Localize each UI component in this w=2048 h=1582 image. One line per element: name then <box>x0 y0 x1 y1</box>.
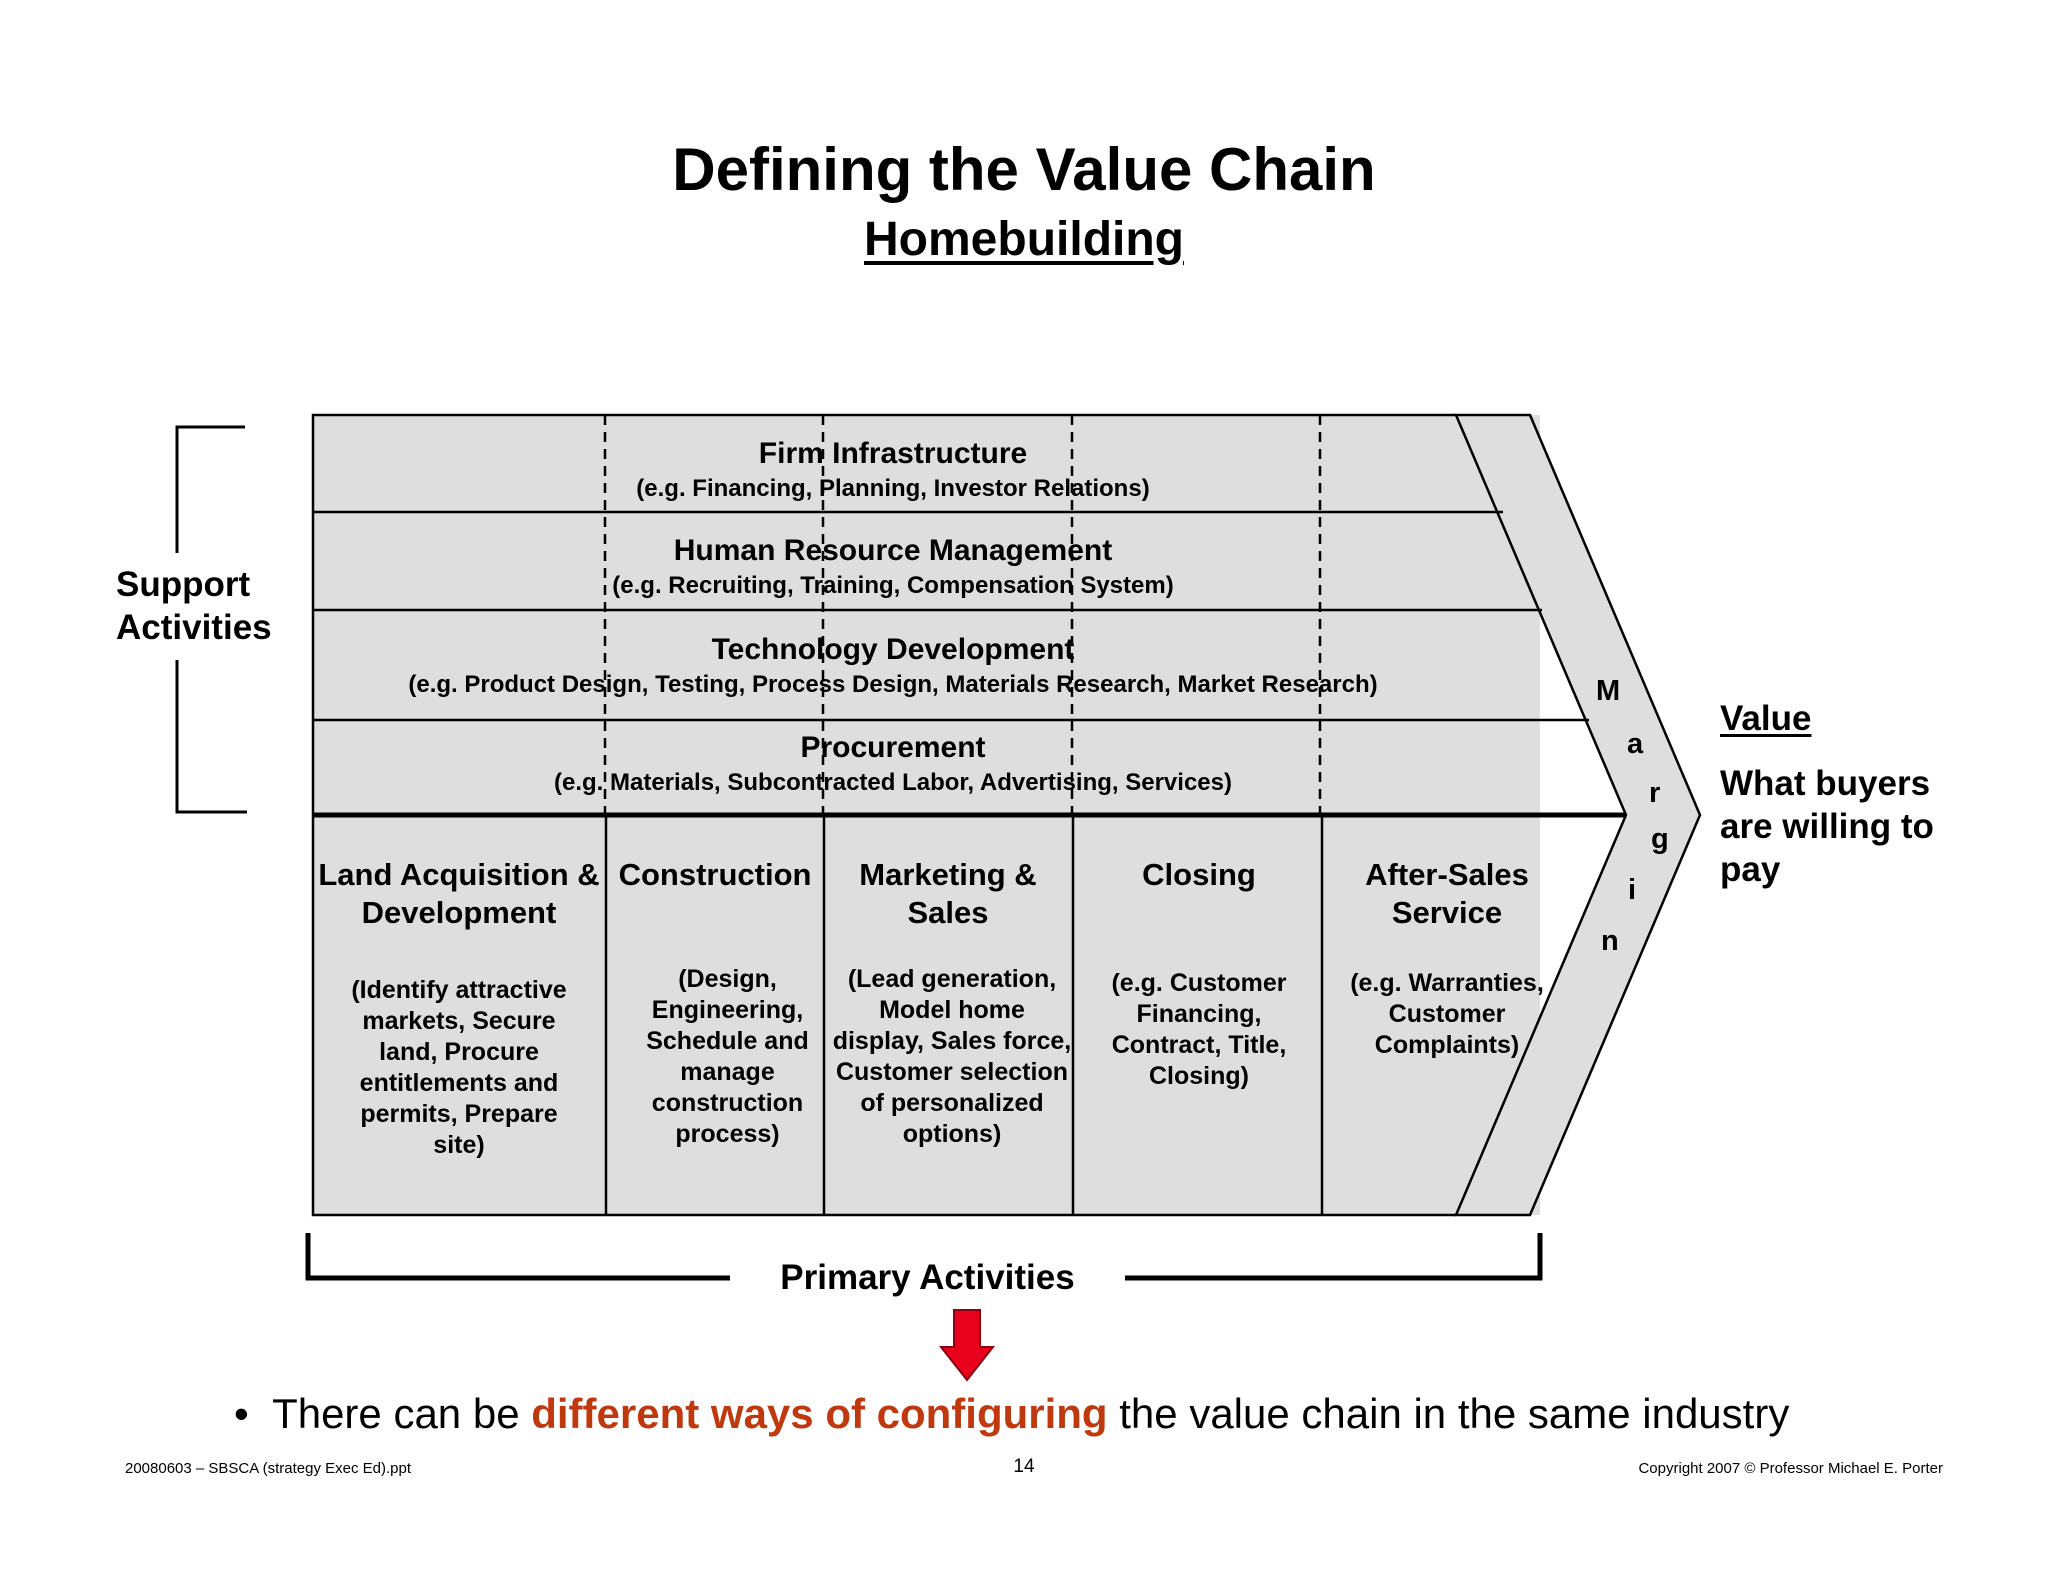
footer-page-number: 14 <box>1013 1456 1035 1477</box>
bullet-text-after: the value chain in the same industry <box>1107 1390 1790 1437</box>
support-row-examples: (e.g. Product Design, Testing, Process D… <box>408 671 1378 698</box>
margin-letter: M <box>1596 675 1621 707</box>
page-title: Defining the Value Chain <box>672 136 1376 203</box>
margin-letter: n <box>1601 925 1619 957</box>
down-arrow-icon <box>938 1309 996 1382</box>
page-subtitle: Homebuilding <box>864 213 1184 266</box>
support-row-examples: (e.g. Financing, Planning, Investor Rela… <box>636 475 1150 502</box>
primary-activities-label: Primary Activities <box>780 1258 1075 1297</box>
primary-column-examples: (Identify attractive markets, Secure lan… <box>351 976 567 1159</box>
primary-column-examples: (e.g. Customer Financing, Contract, Titl… <box>1111 969 1287 1090</box>
margin-letter: r <box>1649 777 1661 809</box>
value-heading: Value <box>1720 699 1812 738</box>
margin-letter: g <box>1651 823 1669 855</box>
support-bracket <box>175 425 247 814</box>
support-row-title: Procurement <box>800 731 986 764</box>
support-row-title: Technology Development <box>711 633 1075 666</box>
footer-copyright: Copyright 2007 © Professor Michael E. Po… <box>1638 1460 1943 1477</box>
bullet-highlight: different ways of configuring <box>531 1390 1108 1437</box>
value-description: What buyers are willing to pay <box>1720 764 1934 889</box>
support-activities-label: Support Activities <box>116 565 272 647</box>
primary-column-title: Marketing & Sales <box>859 857 1037 930</box>
margin-letter: a <box>1627 728 1644 760</box>
footer-filename: 20080603 – SBSCA (strategy Exec Ed).ppt <box>125 1460 412 1477</box>
primary-column-title: Closing <box>1142 857 1256 892</box>
primary-column-examples: (Design, Engineering, Schedule and manag… <box>646 965 809 1148</box>
primary-column-title: After-Sales Service <box>1365 857 1529 930</box>
support-row-title: Firm Infrastructure <box>758 437 1028 470</box>
primary-bracket <box>305 1233 1543 1281</box>
bullet-point: • There can be different ways of configu… <box>234 1390 1789 1438</box>
primary-column-examples: (Lead generation, Model home display, Sa… <box>832 965 1072 1148</box>
primary-column-title: Land Acquisition & Development <box>318 857 600 930</box>
support-row-examples: (e.g. Recruiting, Training, Compensation… <box>612 572 1174 599</box>
bullet-marker: • <box>234 1390 249 1437</box>
margin-letter: i <box>1628 874 1637 906</box>
primary-column-examples: (e.g. Warranties, Customer Complaints) <box>1350 969 1544 1059</box>
support-row-title: Human Resource Management <box>673 534 1113 567</box>
column-dividers <box>604 815 1324 1215</box>
support-row-examples: (e.g. Materials, Subcontracted Labor, Ad… <box>554 769 1232 796</box>
primary-column-title: Construction <box>618 857 812 892</box>
bullet-text-before: There can be <box>272 1390 532 1437</box>
